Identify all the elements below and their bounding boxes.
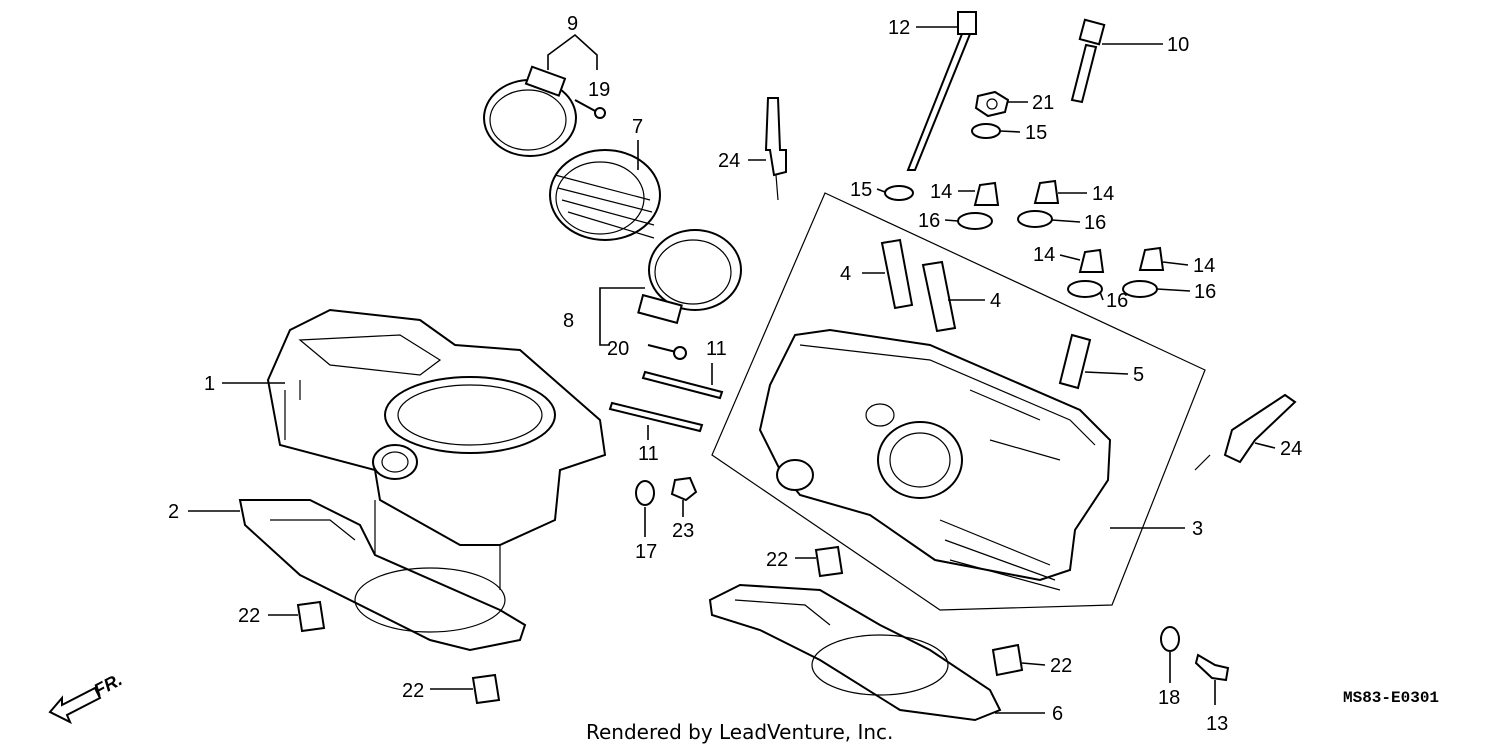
callout-19: 19 (588, 79, 610, 101)
callout-16b: 16 (1084, 212, 1106, 234)
cylinder-head-gasket[interactable] (708, 583, 1002, 722)
callout-22a: 22 (238, 605, 260, 627)
front-direction-arrow-icon (48, 686, 102, 725)
cap-nut-14b[interactable] (1033, 179, 1060, 204)
callout-14a: 14 (930, 181, 952, 203)
callout-4-left: 4 (840, 263, 851, 285)
callout-11-lower: 11 (638, 443, 659, 465)
cylinder-part[interactable] (266, 308, 607, 590)
callout-16d: 16 (1194, 281, 1216, 303)
washer-15-upper[interactable] (971, 123, 1001, 139)
bolt-23[interactable] (670, 476, 698, 502)
callout-24-left: 24 (718, 150, 740, 172)
stud-bolt-upper[interactable] (641, 370, 724, 400)
callout-4-right: 4 (990, 290, 1001, 312)
washer-15-lower[interactable] (884, 185, 914, 201)
callout-22c: 22 (766, 549, 788, 571)
cap-nut-14c[interactable] (1078, 248, 1105, 273)
callout-15-lower: 15 (850, 179, 872, 201)
callout-14d: 14 (1193, 255, 1215, 277)
stud-bolt-lower[interactable] (608, 401, 704, 433)
callout-23: 23 (672, 520, 694, 542)
callout-11-upper: 11 (706, 338, 727, 360)
callout-16a: 16 (918, 210, 940, 232)
callout-7: 7 (632, 116, 643, 138)
callout-13: 13 (1206, 713, 1228, 735)
clamp-ring-lower[interactable] (637, 229, 742, 325)
screw-20[interactable] (647, 344, 687, 360)
callout-17: 17 (635, 541, 657, 563)
nut-21[interactable] (974, 90, 1010, 118)
callout-22b: 22 (402, 680, 424, 702)
washer-16c[interactable] (1067, 280, 1103, 298)
leader-lines (188, 26, 1276, 714)
dowel-22d[interactable] (991, 643, 1024, 677)
washer-17[interactable] (635, 480, 655, 506)
bolt-12[interactable] (906, 11, 977, 171)
callout-10: 10 (1167, 34, 1189, 56)
bolt-13[interactable] (1194, 653, 1230, 682)
callout-14c: 14 (1033, 244, 1055, 266)
dowel-22c[interactable] (814, 545, 844, 578)
callout-12: 12 (888, 17, 910, 39)
clamp-ring-upper[interactable] (483, 65, 577, 157)
dowel-22b[interactable] (471, 673, 501, 705)
callout-21: 21 (1032, 92, 1054, 114)
callout-5: 5 (1133, 364, 1144, 386)
cap-nut-14a[interactable] (973, 181, 1000, 206)
screw-19[interactable] (574, 99, 606, 119)
callout-15-upper: 15 (1025, 122, 1047, 144)
callout-3: 3 (1192, 518, 1203, 540)
callout-9: 9 (567, 13, 578, 35)
callout-22d: 22 (1050, 655, 1072, 677)
callout-8: 8 (563, 310, 574, 332)
spark-plug-right[interactable] (1194, 393, 1297, 471)
callout-20: 20 (607, 338, 629, 360)
washer-16a[interactable] (957, 212, 993, 230)
valve-guide-4b[interactable] (921, 260, 957, 333)
carburetor-insulator[interactable] (549, 149, 661, 241)
cap-nut-14d[interactable] (1138, 246, 1165, 271)
callout-18: 18 (1158, 687, 1180, 709)
dowel-22a[interactable] (296, 600, 326, 633)
render-credit: Rendered by LeadVenture, Inc. (586, 720, 893, 744)
washer-16b[interactable] (1017, 210, 1053, 228)
callout-14b: 14 (1092, 183, 1114, 205)
callout-labels: 1 2 3 4 4 5 6 7 8 9 10 11 11 12 13 14 14… (168, 13, 1302, 735)
cylinder-base-gasket[interactable] (238, 499, 527, 652)
callout-6: 6 (1052, 703, 1063, 725)
callout-1: 1 (204, 373, 215, 395)
callout-24-right: 24 (1280, 438, 1302, 460)
washer-18[interactable] (1160, 626, 1180, 652)
spark-plug-left[interactable] (764, 97, 787, 201)
valve-guide-5[interactable] (1058, 333, 1092, 390)
diagram-code: MS83-E0301 (1343, 689, 1439, 707)
cylinder-head-part[interactable] (758, 328, 1112, 591)
valve-guide-4a[interactable] (880, 238, 914, 310)
callout-2: 2 (168, 501, 179, 523)
head-kit-outline (711, 192, 1206, 611)
callout-16c: 16 (1106, 290, 1128, 312)
bolt-10[interactable] (1070, 18, 1106, 104)
